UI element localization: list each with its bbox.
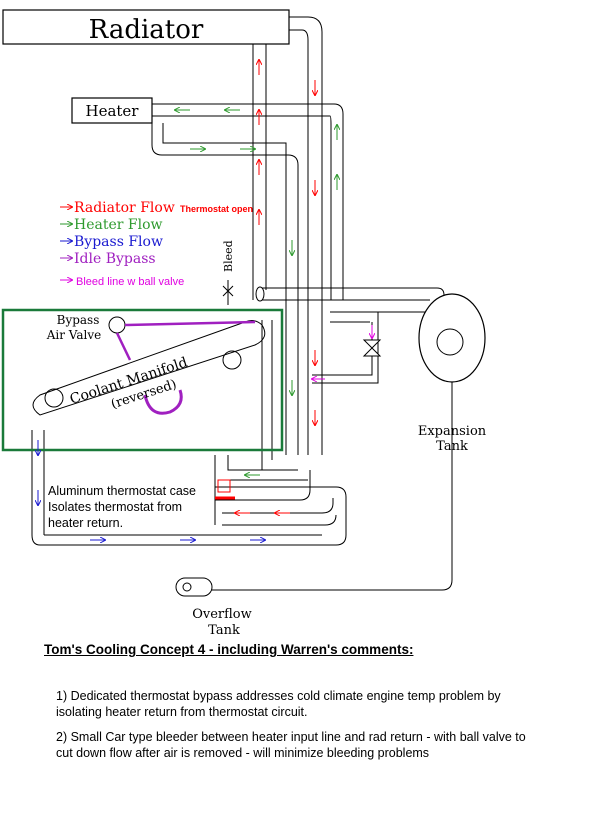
heater-label: Heater (86, 102, 140, 120)
legend-item: Bypass Flow (60, 234, 163, 250)
legend-label: Bypass Flow (74, 234, 163, 250)
bypass-air-valve: Bypass Air Valve (46, 313, 256, 361)
legend-item: Radiator Flow (60, 200, 175, 216)
bleed-flow-arrows (312, 325, 372, 379)
overflow-label-2: Tank (208, 623, 240, 638)
expansion-label-1: Expansion (418, 424, 487, 439)
bypass-air-valve-label-1: Bypass (57, 313, 100, 327)
legend-label: Idle Bypass (74, 251, 156, 267)
radiator-label: Radiator (89, 15, 204, 45)
legend-label: Bleed line w ball valve (76, 276, 184, 288)
overflow-label-1: Overflow (192, 607, 252, 622)
page-title: Tom's Cooling Concept 4 - including Warr… (44, 642, 414, 657)
thermostat-note: Aluminum thermostat case Isolates thermo… (48, 483, 196, 531)
thermostat-open-label: Thermostat open (180, 204, 253, 214)
bypass-air-valve-label-2: Air Valve (46, 328, 102, 342)
overflow-tank: Overflow Tank (175, 577, 252, 638)
radiator-flow-arrows (235, 60, 315, 513)
pipes (31, 16, 453, 591)
legend: Radiator Flow Heater Flow Bypass Flow Id… (60, 200, 184, 288)
thermostat: Thermostat open (180, 204, 253, 500)
legend-label: Heater Flow (74, 217, 163, 233)
bypass-flow-arrows (38, 440, 265, 540)
legend-label: Radiator Flow (74, 200, 175, 216)
bleed-valve: Bleed (222, 240, 235, 305)
engine-outline (1, 308, 284, 452)
legend-item: Idle Bypass (60, 251, 156, 267)
bleed-label: Bleed (222, 240, 235, 272)
legend-item: Bleed line w ball valve (60, 276, 184, 288)
thermostat-note-line: heater return. (48, 516, 124, 530)
expansion-label-2: Tank (436, 439, 468, 454)
expansion-tank: Expansion Tank (418, 293, 487, 454)
ball-valve (362, 339, 382, 357)
comment-2: 2) Small Car type bleeder between heater… (56, 730, 526, 760)
heater: Heater (71, 97, 153, 124)
comment-1: 1) Dedicated thermostat bypass addresses… (56, 689, 501, 719)
radiator: Radiator (2, 9, 290, 45)
thermostat-note-line: Isolates thermostat from (48, 500, 183, 514)
heater-flow-arrows (175, 110, 337, 475)
thermostat-note-line: Aluminum thermostat case (48, 484, 196, 498)
legend-item: Heater Flow (60, 217, 163, 233)
